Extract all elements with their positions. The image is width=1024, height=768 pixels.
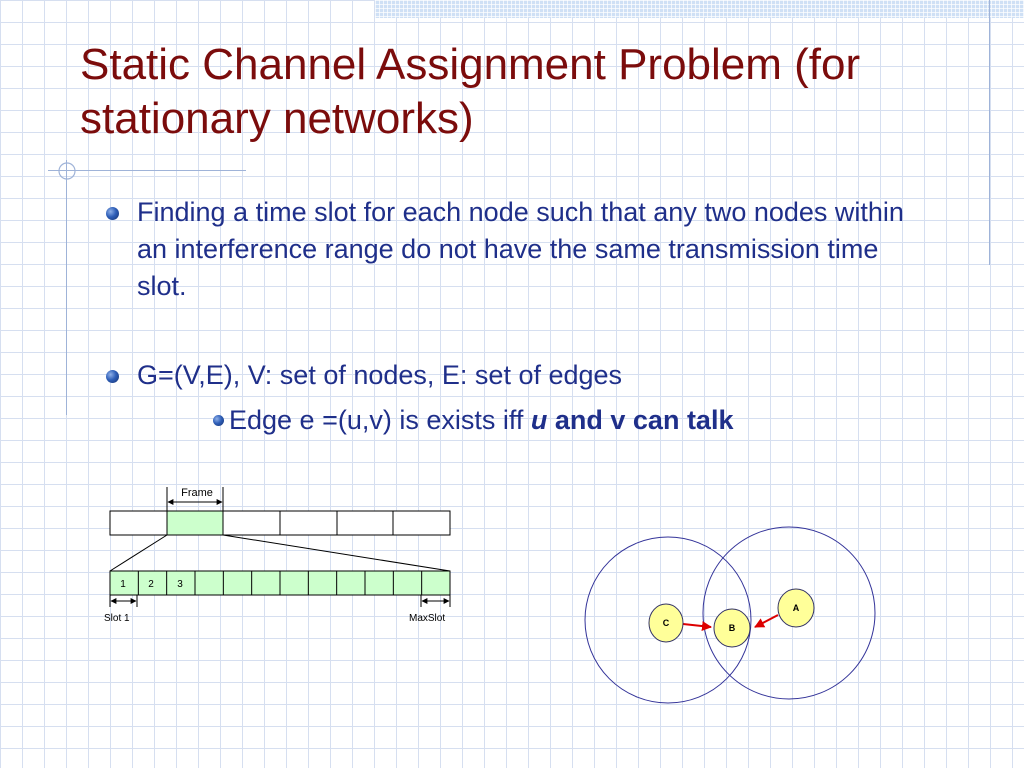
bullet-icon bbox=[106, 370, 119, 383]
bullet-item: G=(V,E), V: set of nodes, E: set of edge… bbox=[106, 357, 916, 394]
slot-number-3: 3 bbox=[177, 579, 183, 590]
sub-bullet-item: Edge e =(u,v) is exists iff u and v can … bbox=[213, 402, 913, 439]
arrow-c-to-b bbox=[682, 621, 712, 632]
decoration-ring-icon bbox=[58, 162, 76, 180]
sub-bullet-text: Edge e =(u,v) is exists iff u and v can … bbox=[229, 402, 733, 439]
arrow-a-to-b bbox=[754, 614, 779, 628]
header-decoration-band bbox=[375, 0, 1024, 18]
maxslot-label: MaxSlot bbox=[409, 613, 445, 624]
slot-number-2: 2 bbox=[148, 579, 154, 590]
sub-bullet-suffix: and v can talk bbox=[547, 405, 734, 435]
sub-bullet-prefix: Edge e =(u,v) is exists iff bbox=[229, 405, 531, 435]
interference-range-circle-left bbox=[584, 536, 752, 704]
node-c bbox=[648, 603, 684, 643]
decoration-horizontal-line bbox=[48, 170, 246, 171]
interference-range-circle-right bbox=[702, 526, 876, 700]
frame-label: Frame bbox=[181, 487, 213, 499]
sub-bullet-icon bbox=[213, 415, 224, 426]
slide-title: Static Channel Assignment Problem (for s… bbox=[80, 40, 861, 143]
frame-highlight bbox=[166, 510, 224, 536]
slot1-label: Slot 1 bbox=[104, 613, 130, 624]
decoration-vertical-line-right bbox=[989, 0, 990, 265]
interference-diagram: C B A bbox=[584, 526, 876, 704]
decoration-vertical-line-left bbox=[66, 160, 67, 415]
bullet-icon bbox=[106, 207, 119, 220]
bullet-text: Finding a time slot for each node such t… bbox=[137, 197, 904, 301]
frame-slot-diagram: Frame 1 2 3 Slot 1 MaxSlot bbox=[104, 487, 451, 624]
node-a-label: A bbox=[793, 603, 800, 613]
slot-number-1: 1 bbox=[120, 579, 126, 590]
bullet-item: Finding a time slot for each node such t… bbox=[106, 194, 916, 305]
node-c-label: C bbox=[663, 618, 670, 628]
node-a bbox=[777, 588, 815, 628]
sub-bullet-u: u bbox=[530, 405, 548, 435]
bullet-text: G=(V,E), V: set of nodes, E: set of edge… bbox=[137, 360, 623, 390]
node-b-label: B bbox=[729, 623, 736, 633]
node-b bbox=[713, 608, 751, 648]
